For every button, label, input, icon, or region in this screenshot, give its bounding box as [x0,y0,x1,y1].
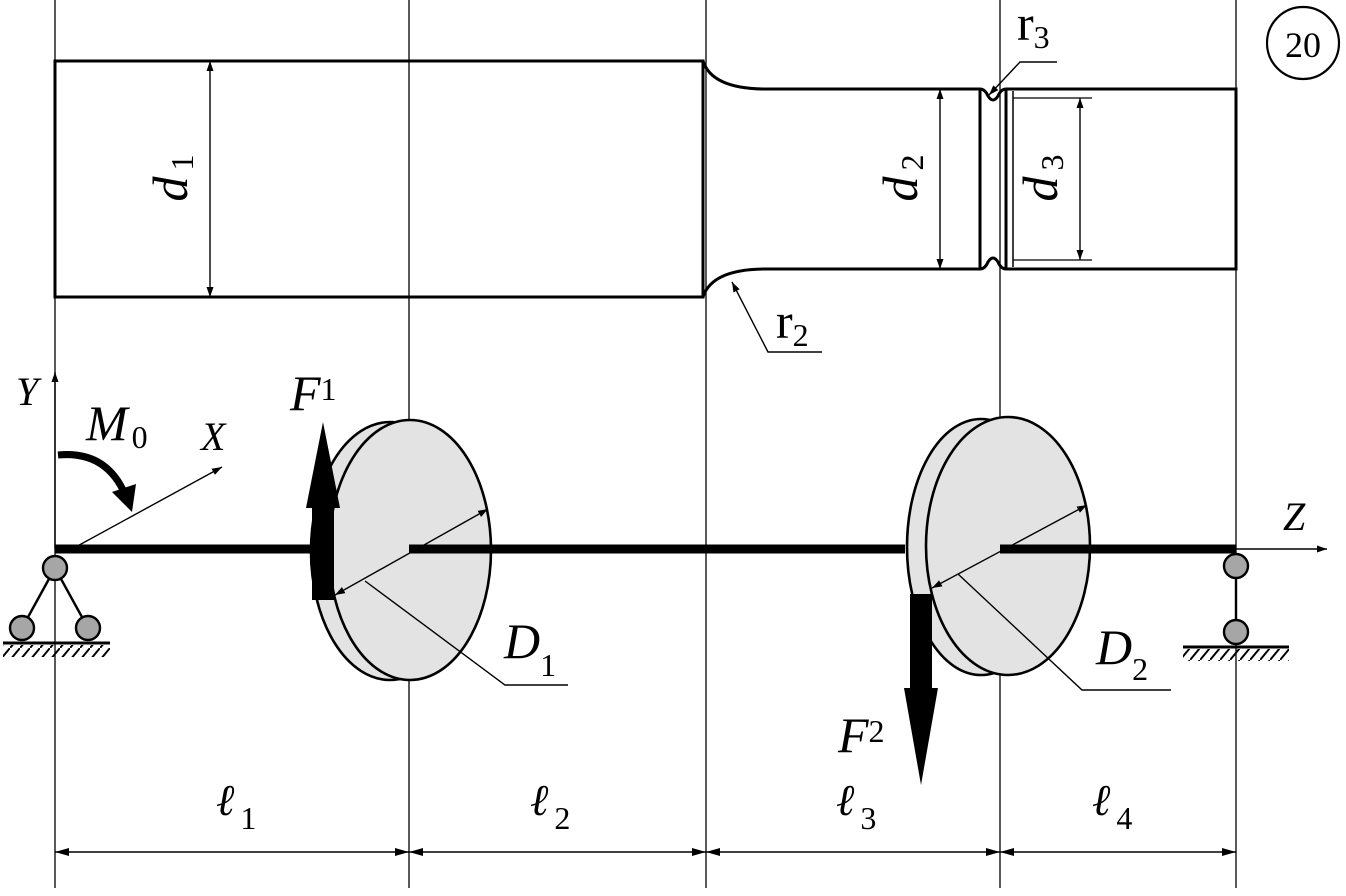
d1-leader [364,580,568,686]
r3-label: r3 [1017,0,1050,55]
shaft-section-1 [53,59,705,299]
x-axis-label: X [199,414,227,459]
number-label: 20 [1285,25,1321,65]
shaft-section-2-3 [701,60,1238,298]
force-f1-label: F1 [289,365,337,421]
force-f1-shaft [312,500,334,600]
d3-label: d3 [1012,155,1070,202]
d1-pulley-label: D1 [503,613,556,683]
force-f2-head [904,688,938,785]
coordinate-axes [51,372,1327,553]
left-support-roller-1 [8,614,36,642]
number-circle [1265,5,1341,81]
force-f1-head [306,422,340,508]
d2-label: d2 [872,155,930,202]
right-support-hatch [1183,649,1289,661]
d2-leader [957,573,1171,691]
diameter-dimensions [206,61,1084,297]
pulley-radius-lines [334,504,1171,691]
x-axis [71,466,223,550]
r3-leader [988,61,1057,96]
right-support-pin-top [1222,552,1250,580]
y-axis-label: Y [16,369,42,414]
left-support-pin [41,554,69,582]
r2-label: r2 [776,293,809,353]
force-f2-label: F2 [837,707,885,763]
d2-diameter-line [931,504,1088,589]
r2-leader [731,281,822,353]
right-support-pin-bottom [1222,618,1250,646]
force-f1-arrow [306,422,340,600]
z-axis-label: Z [1283,494,1306,539]
force-f2-shaft [910,594,932,692]
radius-leaders [731,61,1057,353]
left-support [3,554,110,657]
left-support-roller-2 [74,614,102,642]
force-f2-arrow [904,594,938,785]
left-support-hatch [3,645,110,657]
moment-m0-arrowhead [112,484,136,512]
d2-pulley-label: D2 [1095,619,1148,687]
d1-diameter-line [334,508,489,596]
d1-label: d1 [142,155,200,202]
right-support [1183,552,1289,661]
